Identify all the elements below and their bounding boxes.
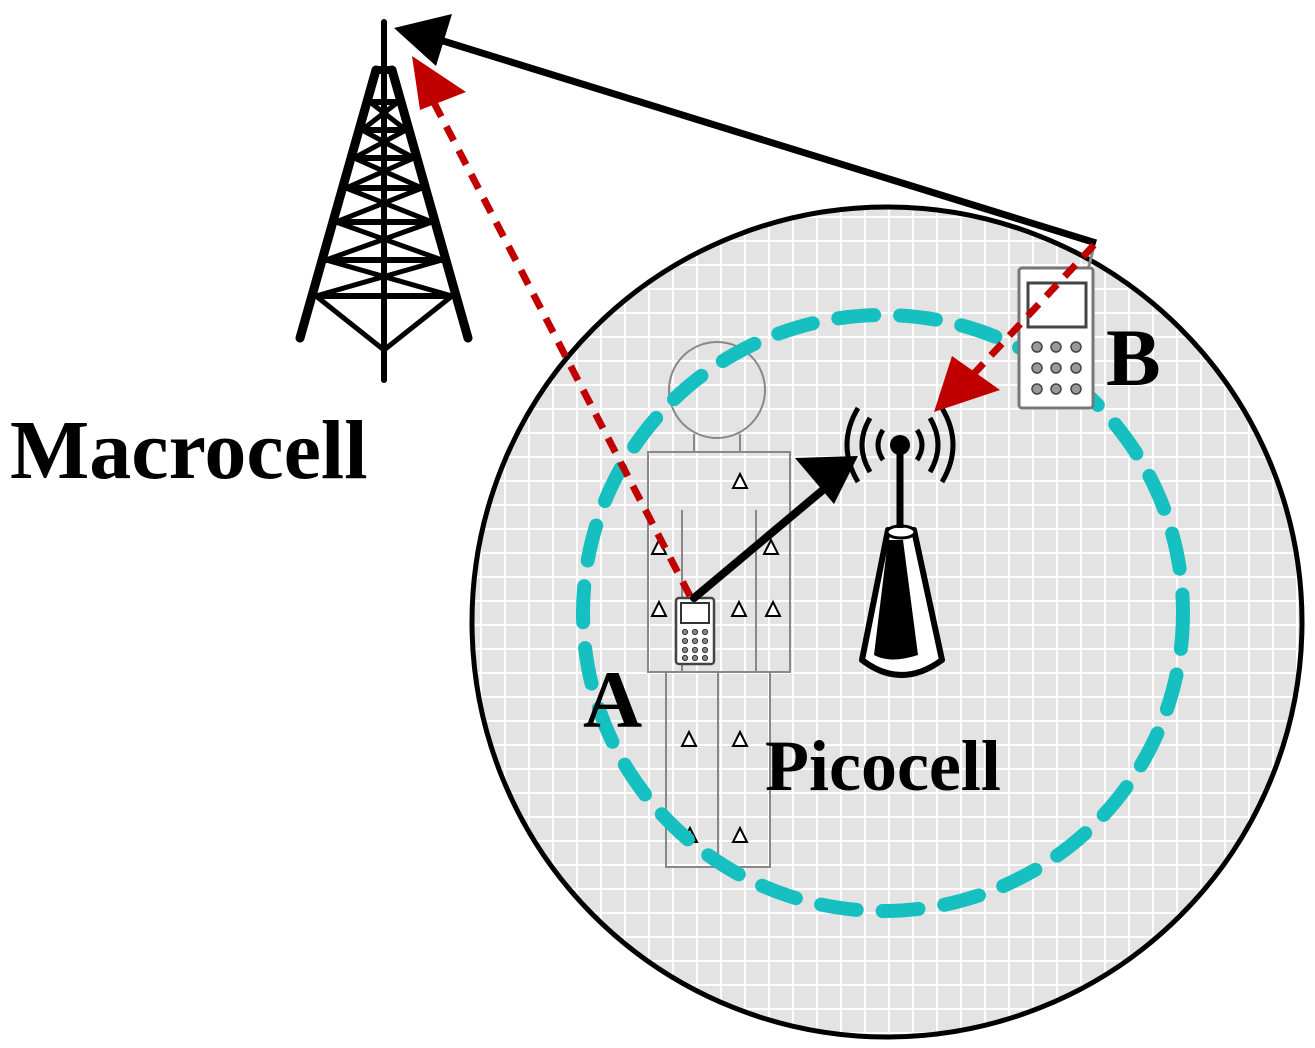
macro-tower-icon bbox=[295, 19, 473, 383]
user-a-label: A bbox=[583, 654, 642, 745]
macrocell-label: Macrocell bbox=[10, 404, 368, 497]
uplink-a-to-picocell bbox=[690, 456, 858, 602]
interference-a-to-macrocell bbox=[412, 56, 694, 598]
uplink-b-to-macrocell bbox=[394, 14, 1098, 247]
pico-base-station-icon bbox=[844, 406, 956, 678]
person-markers bbox=[650, 471, 782, 843]
picocell-coverage-boundary bbox=[576, 308, 1190, 918]
interference-b-to-picocell bbox=[934, 242, 1097, 412]
phone-a-icon bbox=[674, 596, 716, 666]
user-b-label: B bbox=[1106, 312, 1161, 403]
phone-b-icon bbox=[1017, 249, 1095, 410]
picocell-label: Picocell bbox=[765, 726, 1001, 806]
